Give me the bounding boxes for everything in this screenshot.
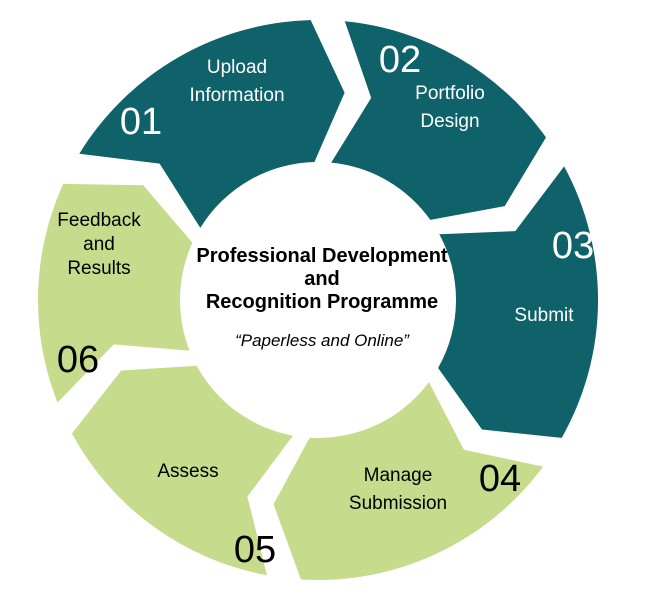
segments-layer: [38, 20, 599, 581]
segment-01: [79, 20, 345, 228]
step-label-01-line-2: Information: [189, 85, 284, 106]
center-title-line-1: Professional Development: [196, 245, 448, 267]
center-circle: [183, 165, 453, 435]
step-number-02: 02: [379, 39, 421, 81]
step-label-04-line-2: Submission: [349, 493, 447, 514]
step-label-06-line-3: Results: [67, 258, 130, 279]
step-number-03: 03: [552, 225, 594, 267]
step-number-06: 06: [57, 339, 99, 381]
step-number-01: 01: [120, 101, 162, 143]
segment-05: [71, 365, 293, 576]
step-number-04: 04: [479, 458, 521, 500]
segment-04: [273, 382, 544, 581]
segment-03: [438, 166, 599, 438]
step-label-02-line-2: Design: [420, 111, 479, 132]
step-label-06-line-2: and: [83, 234, 115, 255]
step-number-05: 05: [234, 529, 276, 571]
step-label-02-line-1: Portfolio: [415, 83, 485, 104]
center-title-line-3: Recognition Programme: [206, 291, 438, 313]
step-label-01-line-1: Upload: [207, 57, 267, 78]
step-label-04-line-1: Manage: [364, 465, 433, 486]
segment-06: [38, 183, 193, 403]
segment-02: [331, 21, 546, 220]
step-label-06-line-1: Feedback: [57, 210, 141, 231]
step-label-05-line-1: Assess: [157, 461, 218, 482]
center-title-line-2: and: [304, 268, 340, 290]
center-subtitle: “Paperless and Online”: [235, 331, 410, 350]
step-label-03-line-1: Submit: [514, 305, 574, 326]
